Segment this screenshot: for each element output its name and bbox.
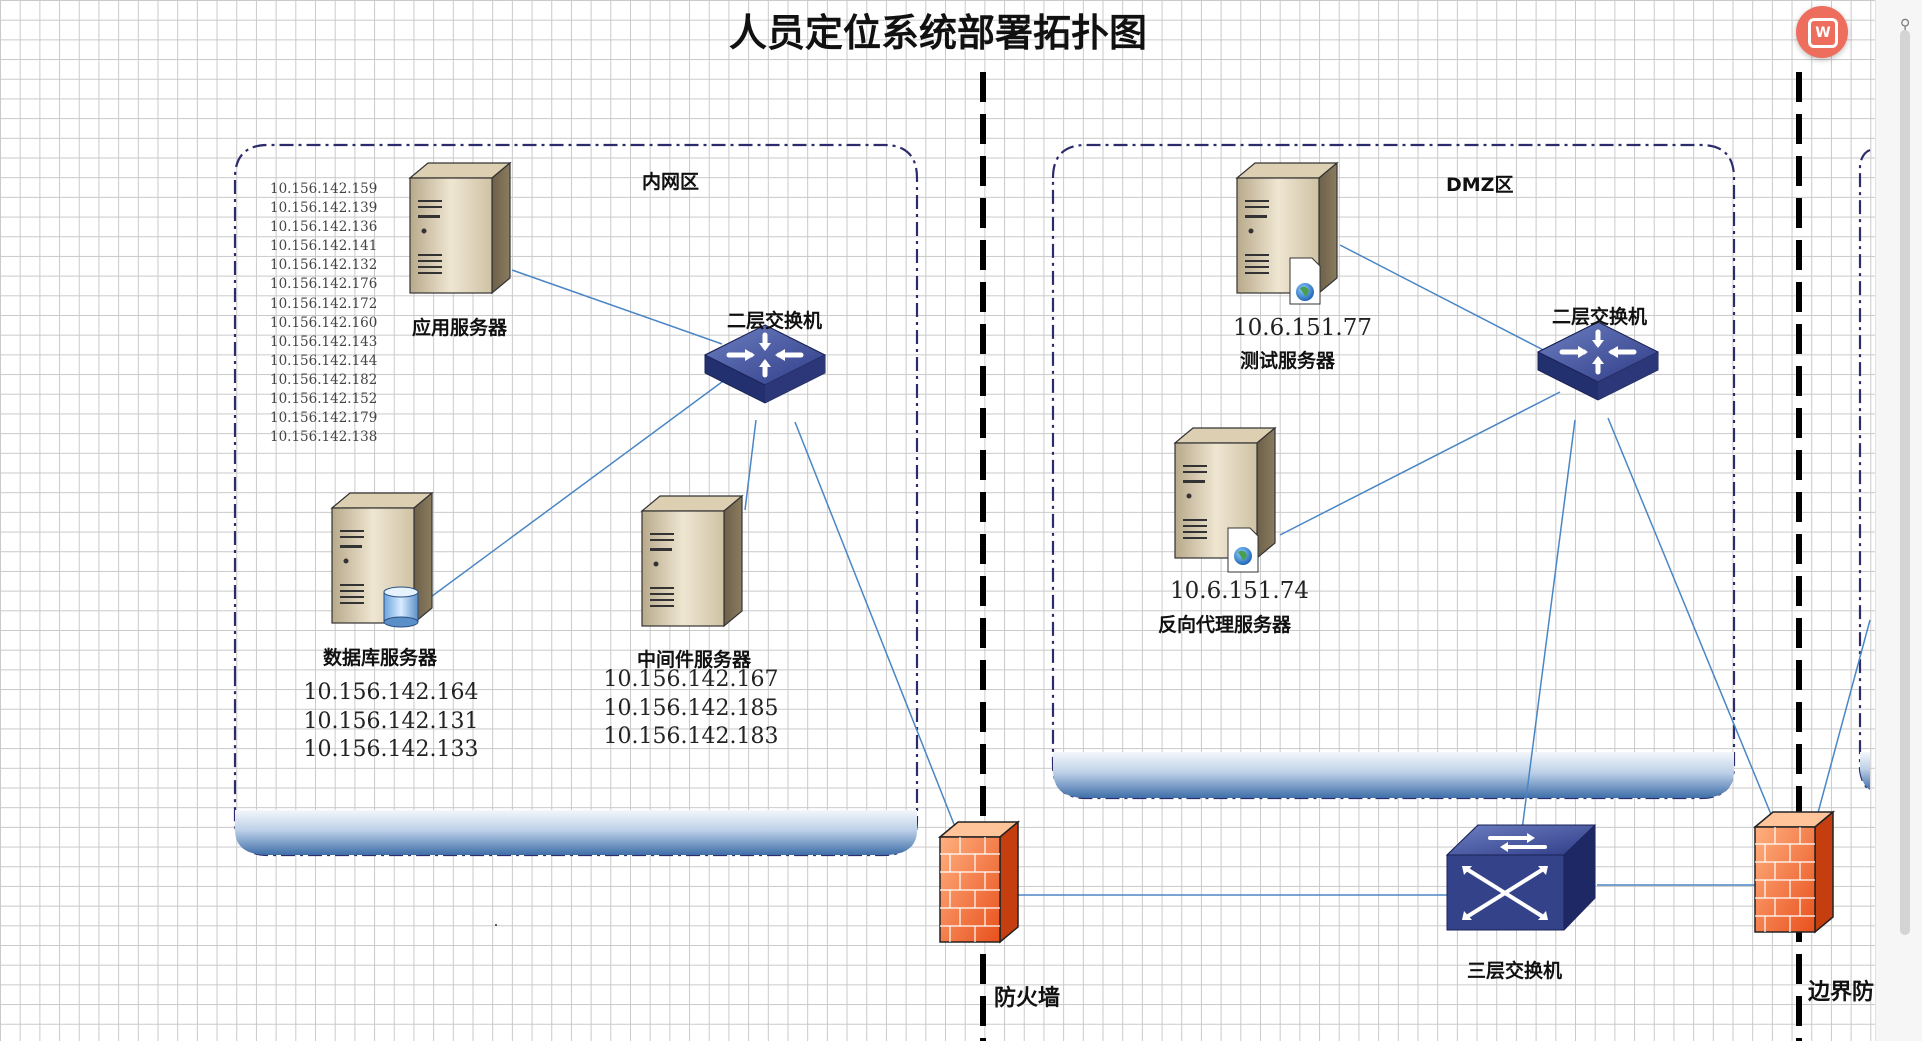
external-zone-partial — [1858, 148, 1871, 791]
database-icon — [383, 586, 419, 628]
vertical-scrollbar[interactable]: ⚲ — [1875, 0, 1922, 1041]
ip-address: 10.156.142.160 — [270, 314, 378, 331]
ip-address: 10.156.142.183 — [603, 724, 779, 749]
intranet-switch-label: 二层交换机 — [727, 310, 823, 332]
ip-address: 10.156.142.167 — [603, 667, 779, 692]
app-server-ip-list: 10.156.142.159 10.156.142.139 10.156.142… — [270, 180, 377, 447]
dmz-switch-label: 二层交换机 — [1552, 306, 1648, 328]
ip-address: 10.156.142.133 — [303, 737, 479, 762]
ip-address: 10.156.142.132 — [270, 257, 378, 274]
db-server-ip-list: 10.156.142.164 10.156.142.131 10.156.142… — [296, 679, 486, 765]
l3-switch-label: 三层交换机 — [1467, 960, 1563, 982]
l3-switch-icon[interactable] — [1445, 824, 1597, 931]
firewall-icon[interactable] — [939, 821, 1019, 943]
app-server-icon[interactable] — [409, 162, 511, 294]
wps-logo-icon: W — [1808, 18, 1838, 48]
test-server-icon[interactable] — [1236, 162, 1338, 294]
ip-address: 10.156.142.182 — [270, 371, 378, 388]
intranet-zone-label: 内网区 — [642, 171, 700, 193]
proxy-server-ip: 10.6.151.74 — [1170, 578, 1309, 604]
ip-address: 10.156.142.159 — [270, 181, 378, 197]
test-server-label: 测试服务器 — [1240, 350, 1336, 372]
intranet-zone — [233, 143, 919, 857]
ip-address: 10.156.142.138 — [270, 429, 378, 446]
app-server-label: 应用服务器 — [412, 317, 508, 339]
ip-address: 10.156.142.139 — [270, 200, 378, 217]
ip-address: 10.156.142.144 — [270, 352, 378, 369]
ip-address: 10.156.142.131 — [303, 708, 479, 734]
wps-logo-button[interactable]: W — [1796, 6, 1848, 58]
diagram-canvas: 人员定位系统部署拓扑图 内网区 DMZ区 10.156.142.159 10.1… — [0, 0, 1876, 1041]
border-firewall-icon[interactable] — [1754, 811, 1834, 933]
firewall-label: 防火墙 — [994, 986, 1061, 1011]
l2-switch-icon[interactable] — [705, 325, 825, 403]
web-globe-icon — [1289, 257, 1321, 305]
middleware-server-icon[interactable] — [641, 495, 743, 627]
middleware-server-ip-list: 10.156.142.167 10.156.142.185 10.156.142… — [596, 666, 786, 752]
scrollbar-thumb[interactable] — [1900, 30, 1910, 935]
ip-address: 10.156.142.179 — [270, 410, 378, 427]
dmz-zone — [1051, 143, 1736, 800]
test-server-ip: 10.6.151.77 — [1233, 315, 1372, 341]
ip-address: 10.156.142.185 — [603, 695, 779, 721]
ip-address: 10.156.142.136 — [270, 219, 378, 236]
db-server-label: 数据库服务器 — [323, 647, 438, 669]
middleware-server-label: 中间件服务器 — [637, 649, 752, 671]
l2-switch-icon[interactable] — [1538, 322, 1658, 400]
network-links — [419, 244, 1871, 896]
border-firewall-label: 边界防 — [1808, 980, 1875, 1005]
proxy-server-label: 反向代理服务器 — [1158, 614, 1292, 636]
ip-address: 10.156.142.152 — [270, 391, 378, 408]
dmz-zone-label: DMZ区 — [1446, 174, 1514, 196]
proxy-server-icon[interactable] — [1174, 427, 1276, 559]
ip-address: 10.156.142.141 — [270, 238, 378, 255]
topology-diagram — [233, 72, 1871, 1041]
ip-address: 10.156.142.172 — [270, 295, 378, 312]
page-title: 人员定位系统部署拓扑图 — [728, 11, 1147, 55]
ip-address: 10.156.142.176 — [270, 276, 378, 293]
settings-icon[interactable]: ⚲ — [1900, 17, 1911, 33]
web-globe-icon — [1227, 527, 1259, 573]
ip-address: 10.156.142.164 — [303, 680, 479, 705]
ip-address: 10.156.142.143 — [270, 333, 378, 350]
